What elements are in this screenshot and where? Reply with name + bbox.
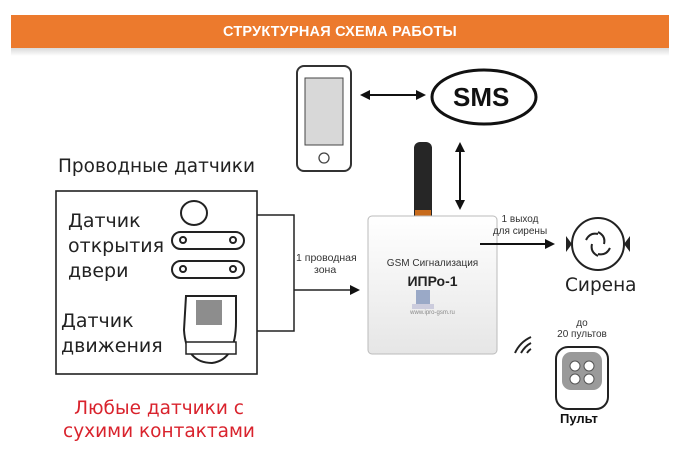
door-sensor-icon xyxy=(171,200,245,279)
remote-label: Пульт xyxy=(560,411,598,426)
sms-bubble xyxy=(430,68,538,126)
header-title: СТРУКТУРНАЯ СХЕМА РАБОТЫ xyxy=(223,23,457,40)
door-sensor-label: Датчик открытия двери xyxy=(68,210,165,282)
siren-output-label: 1 выход для сирены xyxy=(492,214,548,237)
gsm-device xyxy=(367,215,498,355)
device-model: ИПРо-1 xyxy=(407,273,458,289)
antenna-icon xyxy=(414,142,432,228)
siren-icon xyxy=(566,217,630,271)
footer-note: Любые датчики с сухими контактами xyxy=(63,398,255,442)
wireless-signal-icon xyxy=(514,336,532,354)
wire-loop xyxy=(257,214,295,332)
device-caption: GSM Сигнализация xyxy=(386,258,479,269)
remote-icon xyxy=(555,346,609,410)
phone-icon xyxy=(296,65,352,172)
motion-sensor-label: Датчик движения xyxy=(61,310,163,357)
header-shadow xyxy=(11,48,669,56)
siren-label: Сирена xyxy=(565,275,637,296)
wired-sensors-title: Проводные датчики xyxy=(58,156,256,177)
header-banner: СТРУКТУРНАЯ СХЕМА РАБОТЫ xyxy=(11,15,669,48)
device-site: www.ipro-gsm.ru xyxy=(410,310,455,316)
sms-label: SMS xyxy=(453,82,510,112)
remotes-note: до 20 пультов xyxy=(557,318,607,340)
zone-label: 1 проводная зона xyxy=(296,252,357,276)
motion-sensor-icon xyxy=(182,295,237,365)
